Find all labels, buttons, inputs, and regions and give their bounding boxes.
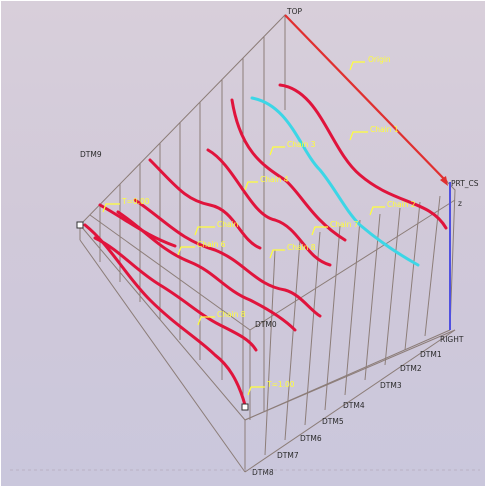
annotation-origin: Origin — [368, 55, 391, 64]
chain-curve — [93, 236, 258, 352]
annotation-chain-9: Chain 8 — [217, 310, 246, 319]
chain-curve — [98, 203, 177, 248]
datum-label-dtm0: DTM0 — [255, 320, 277, 329]
annotation-chain-6: Chain 6 — [197, 240, 226, 249]
annotation-chain-1: Chain 1 — [370, 125, 399, 134]
datum-label-dtm7: DTM7 — [277, 451, 299, 460]
annotation-chain-7: Chain 7 — [330, 220, 359, 229]
annotation-t-end: T=1.00 — [266, 380, 295, 389]
chain-curve — [206, 148, 332, 267]
datum-label-dtm1: DTM1 — [420, 350, 442, 359]
datum-label-dtm8: DTM8 — [252, 468, 274, 477]
datum-label-prt-csys: PRT_CS — [451, 179, 479, 188]
datum-label-dtm2: DTM2 — [400, 364, 422, 373]
chain-curve — [116, 210, 297, 332]
axis-label-z: z — [458, 199, 462, 208]
chain-curve — [148, 158, 262, 250]
annotation-chain-5: Chain — [217, 220, 239, 229]
annotation-chain-4: Chain 4 — [260, 175, 289, 184]
annotation-leaders — [102, 61, 385, 396]
chain-curve — [133, 198, 322, 318]
chain-curve — [230, 98, 347, 242]
part-csys — [284, 14, 451, 330]
chain-curve — [278, 83, 448, 230]
datum-label-dtm3: DTM3 — [380, 381, 402, 390]
annotation-chain-8: Chain 8 — [287, 243, 316, 252]
drag-handle[interactable] — [76, 221, 84, 229]
drag-handle[interactable] — [241, 403, 249, 411]
chain-curve — [83, 223, 247, 407]
annotation-chain-3: Chain 3 — [287, 140, 316, 149]
datum-label-right: RIGHT — [440, 335, 464, 344]
annotation-t-start: T=0.00 — [121, 197, 150, 206]
datum-label-top: TOP — [286, 7, 302, 16]
annotation-chain-2: Chain 2 — [387, 200, 416, 209]
datum-label-dtm6: DTM6 — [300, 434, 322, 443]
datum-label-dtm4: DTM4 — [343, 401, 365, 410]
chain-curve-highlighted — [250, 96, 420, 267]
datum-label-dtm5: DTM5 — [322, 417, 344, 426]
curve-chains — [83, 83, 448, 407]
datum-label-dtm9: DTM9 — [80, 150, 102, 159]
